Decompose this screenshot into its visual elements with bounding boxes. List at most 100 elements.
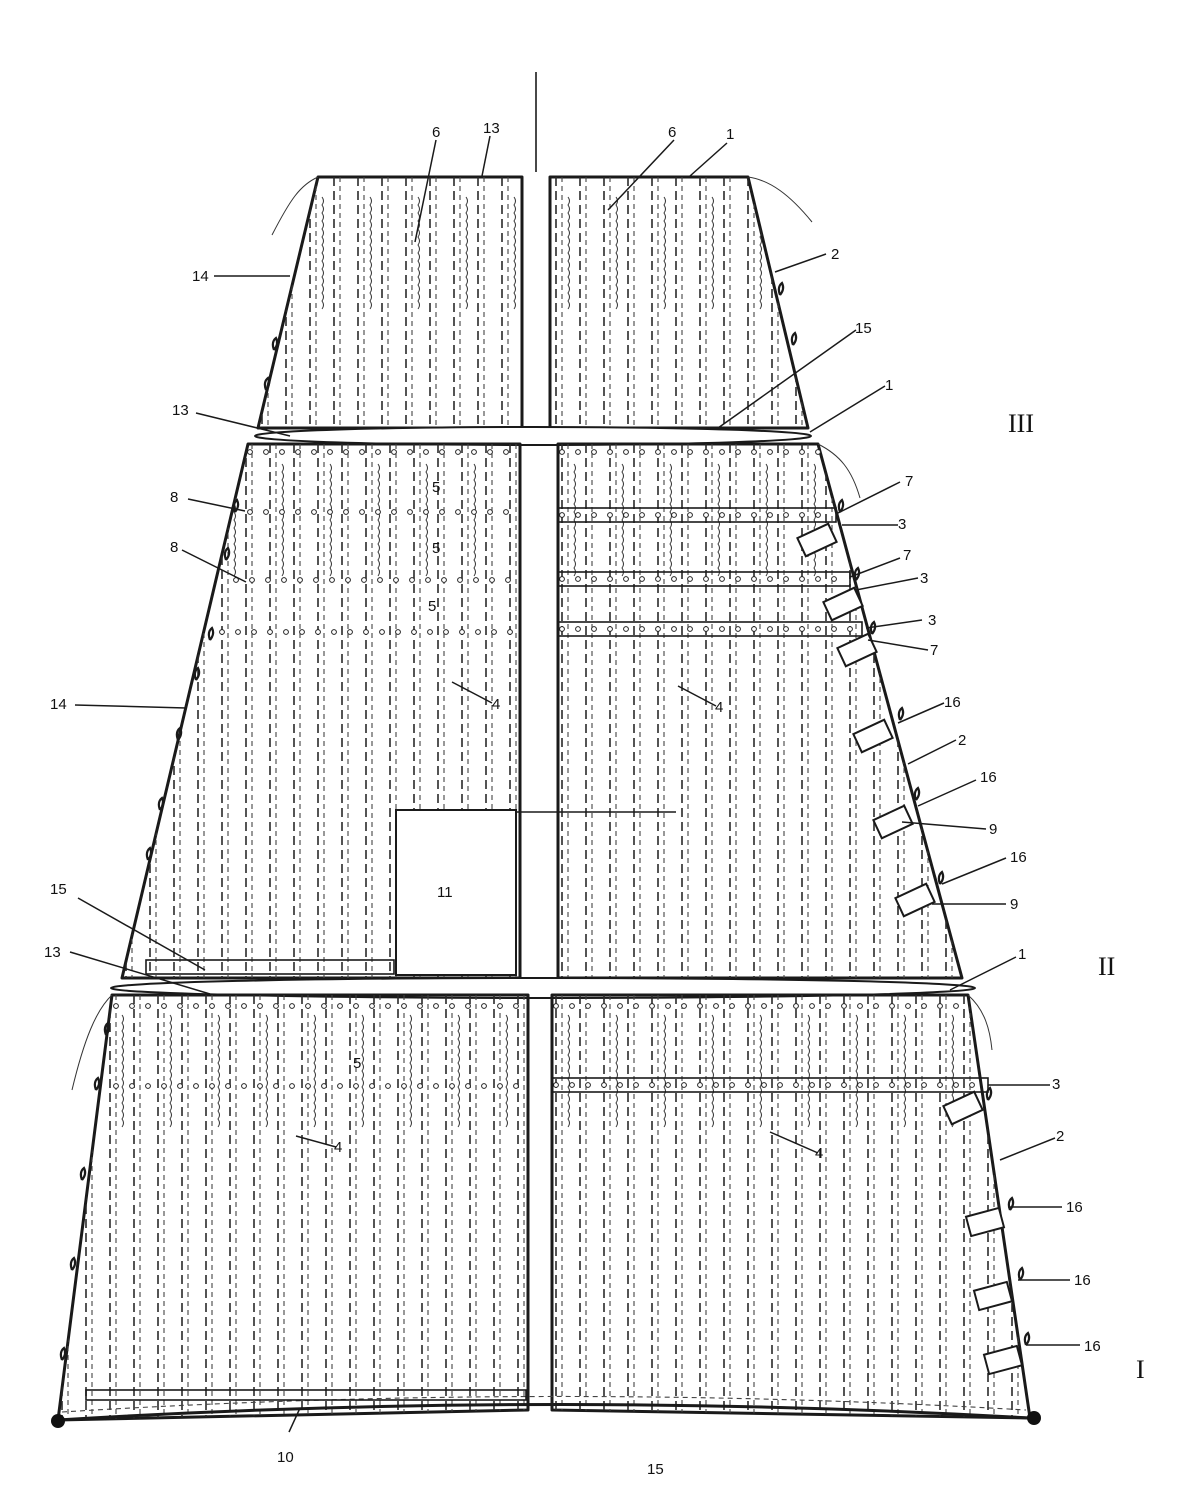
reef-eyelet (825, 1003, 831, 1009)
leech-knot (59, 1346, 67, 1361)
reef-eyelet (575, 449, 581, 455)
reef-eyelet (671, 449, 677, 455)
reef-eyelet (719, 512, 725, 518)
reef-eyelet (783, 576, 789, 582)
reef-eyelet (585, 1003, 591, 1009)
stitch-thread (369, 196, 372, 310)
reef-eyelet (401, 1083, 407, 1089)
reef-eyelet (553, 1003, 559, 1009)
reef-eyelet (761, 1082, 767, 1088)
callout-4-d: 4 (815, 1145, 823, 1162)
stitch-thread (717, 463, 720, 577)
callout-5-d: 5 (353, 1055, 361, 1072)
reef-eyelet (767, 576, 773, 582)
reef-eyelet (337, 1083, 343, 1089)
callout-15-mid: 15 (50, 881, 67, 898)
reef-eyelet (321, 1003, 327, 1009)
reef-eyelet (129, 1003, 135, 1009)
reef-eyelet (177, 1003, 183, 1009)
reef-eyelet (249, 577, 255, 583)
reef-eyelet (321, 1083, 327, 1089)
reef-eyelet (921, 1003, 927, 1009)
reef-eyelet (905, 1082, 911, 1088)
reef-eyelet (617, 1003, 623, 1009)
stitch-thread (573, 463, 576, 577)
stitch-thread (663, 196, 666, 310)
stitch-thread (513, 196, 516, 310)
reef-eyelet (783, 626, 789, 632)
stitch-thread (759, 1014, 762, 1128)
reef-eyelet (585, 1082, 591, 1088)
reef-eyelet (665, 1082, 671, 1088)
callout-13-low: 13 (44, 944, 61, 961)
reef-eyelet (513, 1083, 519, 1089)
stitch-thread (957, 463, 960, 577)
stitch-thread (615, 1014, 618, 1128)
reef-eyelet (393, 577, 399, 583)
leech-knot (985, 1086, 993, 1101)
section-II-label: II (1098, 952, 1115, 981)
stitch-thread (409, 1014, 412, 1128)
reef-eyelet (311, 449, 317, 455)
stitch-thread (329, 463, 332, 577)
reef-eyelet (799, 512, 805, 518)
stitch-thread (855, 1014, 858, 1128)
reef-eyelet (497, 1083, 503, 1089)
callout-4-b: 4 (715, 699, 723, 716)
reef-eyelet (751, 512, 757, 518)
reef-eyelet (369, 1083, 375, 1089)
reef-eyelet (353, 1083, 359, 1089)
reef-eyelet (591, 449, 597, 455)
reef-eyelet (457, 577, 463, 583)
clew-left (51, 1414, 65, 1428)
stitch-thread (567, 1014, 570, 1128)
reef-eyelet (401, 1003, 407, 1009)
stitch-thread (711, 1014, 714, 1128)
stitch-thread (567, 196, 570, 310)
reef-eyelet (273, 1083, 279, 1089)
reef-eyelet (649, 1082, 655, 1088)
reef-eyelet (953, 1082, 959, 1088)
reef-eyelet (313, 577, 319, 583)
reef-eyelet (623, 512, 629, 518)
reef-eyelet (697, 1082, 703, 1088)
callout-15-top: 15 (855, 320, 872, 337)
leech-knot (263, 376, 271, 391)
reef-eyelet (327, 449, 333, 455)
reef-eyelet (601, 1082, 607, 1088)
reef-eyelet (423, 509, 429, 515)
reef-eyelet (697, 1003, 703, 1009)
rope-end-bot-left (71, 994, 113, 1091)
patch-11 (395, 809, 517, 976)
reef-eyelet (289, 1003, 295, 1009)
reef-eyelet (193, 1083, 199, 1089)
reef-eyelet (569, 1003, 575, 1009)
callout-3-a: 3 (898, 516, 906, 533)
reef-band-2 (557, 571, 851, 587)
leech-knot (69, 1256, 77, 1271)
reef-eyelet (311, 509, 317, 515)
reef-eyelet (713, 1082, 719, 1088)
reef-eyelet (433, 1003, 439, 1009)
stitch-thread (169, 1014, 172, 1128)
clew-right (1027, 1411, 1041, 1425)
reef-eyelet (719, 626, 725, 632)
reef-eyelet (639, 576, 645, 582)
callout-3-b: 3 (920, 570, 928, 587)
course-right-panel (550, 993, 1032, 1420)
reef-eyelet (639, 512, 645, 518)
reef-eyelet (391, 509, 397, 515)
stitch-thread (217, 1014, 220, 1128)
reef-eyelet (655, 449, 661, 455)
reef-eyelet (703, 512, 709, 518)
topsail-left-panel (256, 175, 524, 430)
reef-eyelet (735, 449, 741, 455)
reef-eyelet (289, 1083, 295, 1089)
reef-band-3 (557, 621, 863, 637)
reef-eyelet (745, 1003, 751, 1009)
reef-eyelet (491, 629, 497, 635)
reef-eyelet (295, 449, 301, 455)
reef-eyelet (777, 1003, 783, 1009)
reef-eyelet (815, 512, 821, 518)
reef-eyelet (487, 449, 493, 455)
